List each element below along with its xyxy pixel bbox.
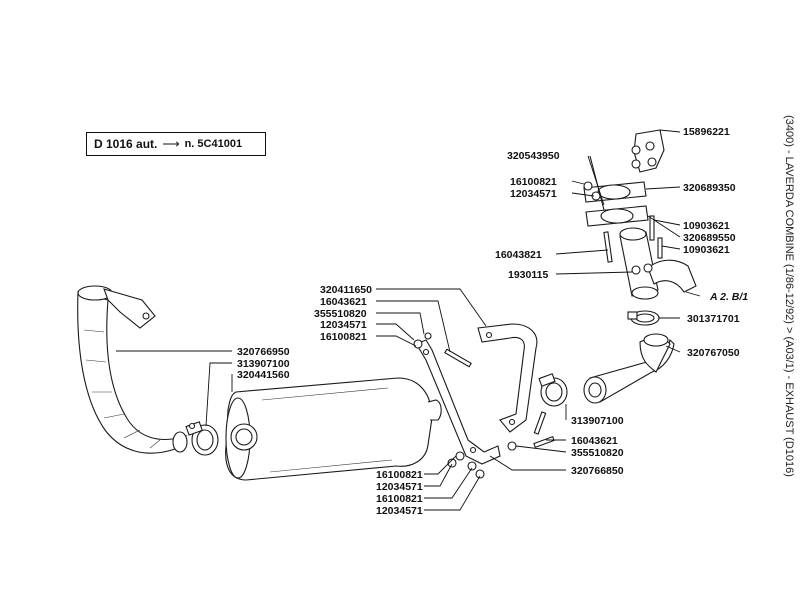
arrow-right-icon: ⟶	[162, 137, 180, 151]
part-label: 12034571	[320, 319, 367, 331]
part-label: 313907100	[571, 415, 624, 427]
part-label: 313907100	[237, 358, 290, 370]
reference-connection-drawing	[631, 259, 697, 293]
support-bracket-drawing	[415, 339, 501, 465]
part-label: 355510820	[314, 308, 367, 320]
part-label: 320411650	[320, 284, 372, 296]
part-label: 12034571	[376, 505, 423, 517]
part-label: 320766950	[237, 346, 290, 358]
part-label: 16043821	[495, 249, 542, 261]
fasteners-drawing	[413, 181, 663, 479]
part-label: 355510820	[571, 447, 624, 459]
top-bracket-drawing	[631, 129, 665, 173]
part-label: 12034571	[376, 481, 423, 493]
serial-number: n. 5C41001	[184, 138, 243, 150]
part-label: 16043621	[571, 435, 618, 447]
left-clamp-drawing	[185, 421, 219, 456]
model-name: D 1016 aut.	[94, 137, 158, 151]
part-label: 15896221	[683, 126, 730, 138]
vertical-pipe-drawing	[619, 227, 659, 300]
reference-note: A 2. B/1	[709, 291, 748, 303]
curved-pipe-drawing	[77, 285, 188, 454]
part-label: 16100821	[376, 469, 423, 481]
muffler-drawing	[225, 377, 442, 481]
part-label: 16100821	[320, 331, 367, 343]
part-labels: 15896221 320543950 16100821 12034571 320…	[237, 126, 748, 517]
tail-pipe-drawing	[583, 333, 675, 404]
middle-clamp-drawing	[538, 373, 568, 407]
part-label: 320543950	[507, 150, 560, 162]
part-label: 320689550	[683, 232, 736, 244]
model-serial-box: D 1016 aut. ⟶ n. 5C41001	[86, 132, 266, 156]
part-label: 16100821	[376, 493, 423, 505]
center-bracket-drawing	[477, 323, 538, 433]
part-label: 320441560	[237, 369, 290, 381]
part-label: 16100821	[510, 176, 557, 188]
part-label: 12034571	[510, 188, 557, 200]
leader-lines	[116, 129, 701, 511]
part-label: 320767050	[687, 347, 740, 359]
part-label: 320766850	[571, 465, 624, 477]
upper-clamp-drawing	[627, 310, 660, 326]
part-label: 301371701	[687, 313, 740, 325]
part-label: 320689350	[683, 182, 736, 194]
part-label: 10903621	[683, 244, 730, 256]
part-label: 1930115	[508, 269, 548, 281]
part-label: 10903621	[683, 220, 730, 232]
part-label: 16043621	[320, 296, 367, 308]
